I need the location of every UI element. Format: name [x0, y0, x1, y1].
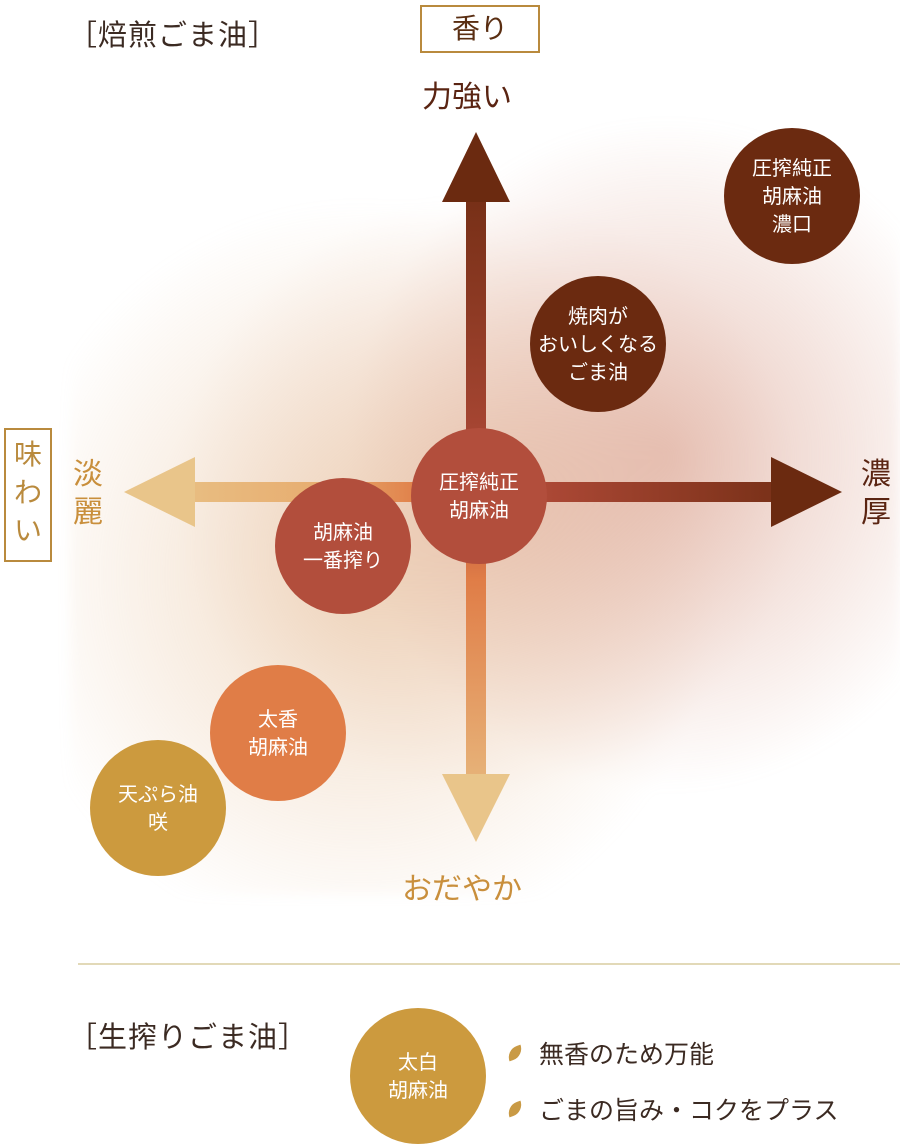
product-name-line: 焼肉が — [568, 304, 628, 328]
feature-text: ごまの旨み・コクをプラス — [539, 1096, 839, 1125]
product-name-line: 胡麻油 — [762, 184, 822, 208]
feature-item: ごまの旨み・コクをプラス — [505, 1081, 839, 1137]
product-name-line: 圧搾純正 — [439, 470, 519, 494]
product-name-line: 天ぷら油 — [118, 782, 198, 806]
product-name-line: 圧搾純正 — [752, 156, 832, 180]
taste-axis-label-text: 味わい — [13, 438, 42, 547]
axis-label-right: 濃厚 — [861, 457, 891, 530]
leaf-bullet-icon — [505, 1044, 525, 1062]
feature-text: 無香のため万能 — [539, 1040, 715, 1069]
product-bubble-pure: 圧搾純正胡麻油 — [411, 428, 547, 564]
roasted-section-title: ［焙煎ごま油］ — [68, 18, 279, 52]
taste-axis-label: 味わい — [4, 428, 52, 562]
section-divider — [78, 963, 900, 965]
axis-label-left: 淡麗 — [73, 457, 103, 530]
product-name-line: 一番搾り — [303, 548, 383, 572]
product-bubble-taiko: 太香胡麻油 — [210, 665, 346, 801]
raw-section-title: ［生搾りごま油］ — [68, 1020, 309, 1054]
axis-label-bottom: おだやか — [402, 872, 522, 907]
product-name-line: 太香 — [258, 707, 298, 731]
aroma-axis-label: 香り — [420, 5, 540, 53]
product-bubble-koku: 圧搾純正胡麻油濃口 — [724, 128, 860, 264]
product-name-line: 太白 — [398, 1050, 438, 1074]
product-name-line: 胡麻油 — [248, 735, 308, 759]
axis-label-top: 力強い — [422, 80, 512, 115]
product-name-line: ごま油 — [568, 360, 628, 384]
raw-feature-list: 無香のため万能 ごまの旨み・コクをプラス — [505, 1025, 839, 1137]
product-bubble-taihaku: 太白胡麻油 — [350, 1008, 486, 1144]
product-name-line: 胡麻油 — [313, 520, 373, 544]
product-bubble-yakiniku: 焼肉がおいしくなるごま油 — [530, 276, 666, 412]
feature-item: 無香のため万能 — [505, 1025, 839, 1081]
product-name-line: おいしくなる — [538, 332, 658, 356]
product-name-line: 濃口 — [772, 212, 812, 236]
leaf-bullet-icon — [505, 1100, 525, 1118]
product-name-line: 胡麻油 — [449, 498, 509, 522]
product-bubble-tempura: 天ぷら油咲 — [90, 740, 226, 876]
product-name-line: 咲 — [148, 810, 168, 834]
product-bubble-ichiban: 胡麻油一番搾り — [275, 478, 411, 614]
product-name-line: 胡麻油 — [388, 1078, 448, 1102]
